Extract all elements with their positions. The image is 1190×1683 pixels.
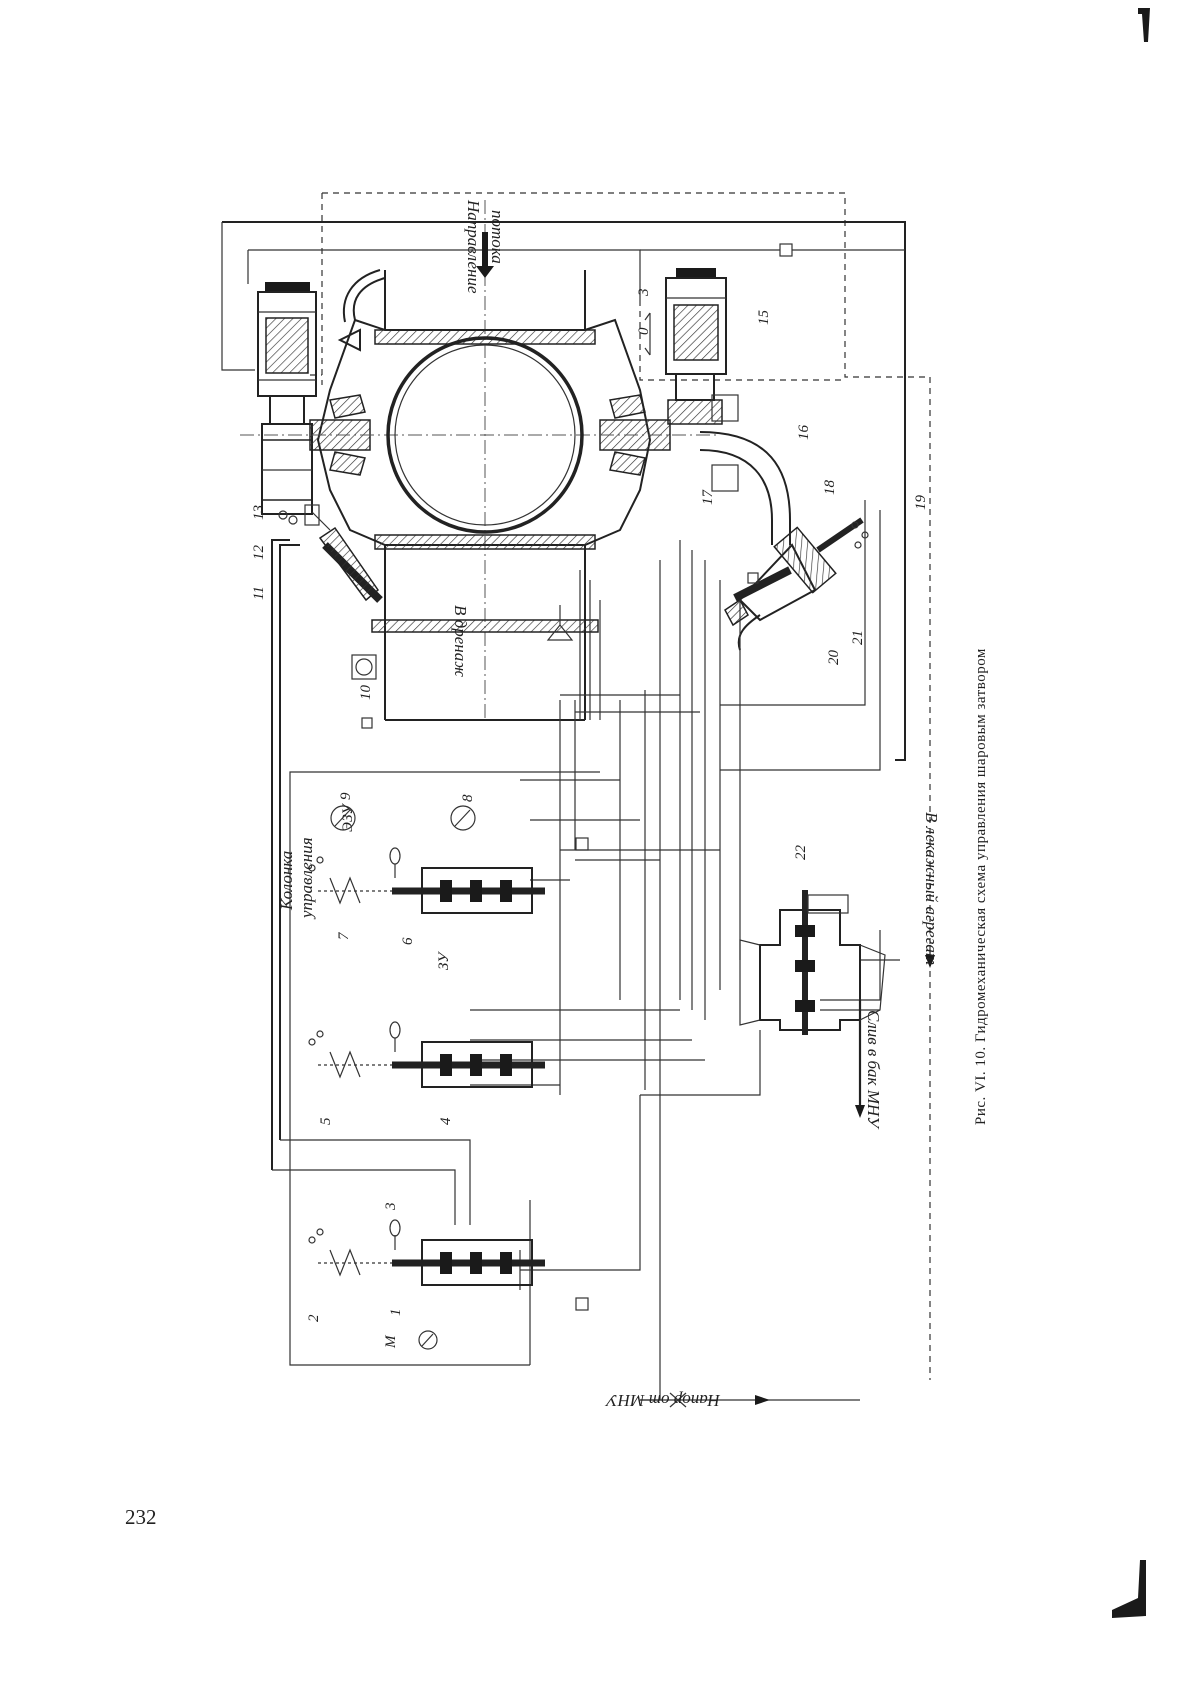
- outer-piping: [222, 193, 930, 1380]
- flow-direction-line-2: потока: [488, 210, 507, 264]
- callout-1: 1: [388, 1309, 404, 1317]
- callout-8: 8: [460, 794, 476, 802]
- callout-6: 6: [400, 937, 416, 945]
- distributor-4: [309, 1022, 545, 1087]
- control-column-line-2: управления: [297, 837, 316, 920]
- callout-13: 13: [251, 505, 267, 520]
- callout-2: 2: [306, 1314, 322, 1322]
- page-number: 232: [125, 1505, 157, 1530]
- callout-7: 7: [336, 931, 352, 940]
- callout-17: 17: [700, 489, 716, 506]
- corner-mark-top-right: [1138, 8, 1150, 42]
- callout-3: 3: [383, 1203, 399, 1212]
- left-bypass-valve: [279, 505, 380, 679]
- callout-11: 11: [251, 586, 267, 600]
- callout-18: 18: [822, 480, 838, 496]
- callout-12: 12: [251, 545, 267, 561]
- servo-mark-0: 0: [636, 327, 652, 335]
- zu-label: ЗУ: [436, 951, 452, 970]
- corner-mark-bottom-right: [1112, 1560, 1146, 1618]
- callout-9: 9: [338, 792, 354, 800]
- drain-to-mnu-label: Слив в бак МНУ: [864, 1010, 883, 1130]
- distributor-6: [309, 848, 545, 913]
- bypass-valve: [700, 395, 868, 650]
- callout-4: 4: [438, 1117, 454, 1125]
- pressure-gauge-8: [451, 806, 475, 830]
- control-column-line-1: Колонка: [277, 851, 296, 911]
- flow-direction-line-1: Направление: [464, 199, 483, 294]
- callout-15: 15: [756, 310, 772, 326]
- figure-caption: Рис. VI. 10. Гидромеханическая схема упр…: [973, 648, 989, 1125]
- callout-10: 10: [358, 685, 374, 701]
- left-servomotor: [258, 282, 316, 514]
- callout-19: 19: [913, 495, 929, 511]
- callout-20: 20: [826, 650, 842, 666]
- callout-16: 16: [796, 425, 812, 441]
- callout-m: М: [383, 1334, 399, 1349]
- callout-5: 5: [318, 1117, 334, 1125]
- hydraulic-lines: [272, 500, 935, 1407]
- unit-22: [740, 890, 885, 1035]
- servo-mark-3: 3: [636, 289, 652, 298]
- callout-22: 22: [793, 845, 809, 861]
- right-servomotor: [645, 268, 726, 424]
- to-pit-label: В дренаж: [451, 605, 470, 677]
- to-leakage-unit-label: В лекажный агрегат: [922, 812, 941, 965]
- pressure-from-mnu-label: Напор от МНУ: [604, 1391, 721, 1410]
- distributor-1: [309, 1220, 545, 1285]
- ezu-label: ЭЗУ: [340, 803, 356, 832]
- pressure-gauge-m: [419, 1331, 437, 1349]
- callout-21: 21: [850, 630, 866, 645]
- pressure-arrow-icon: [755, 1395, 770, 1405]
